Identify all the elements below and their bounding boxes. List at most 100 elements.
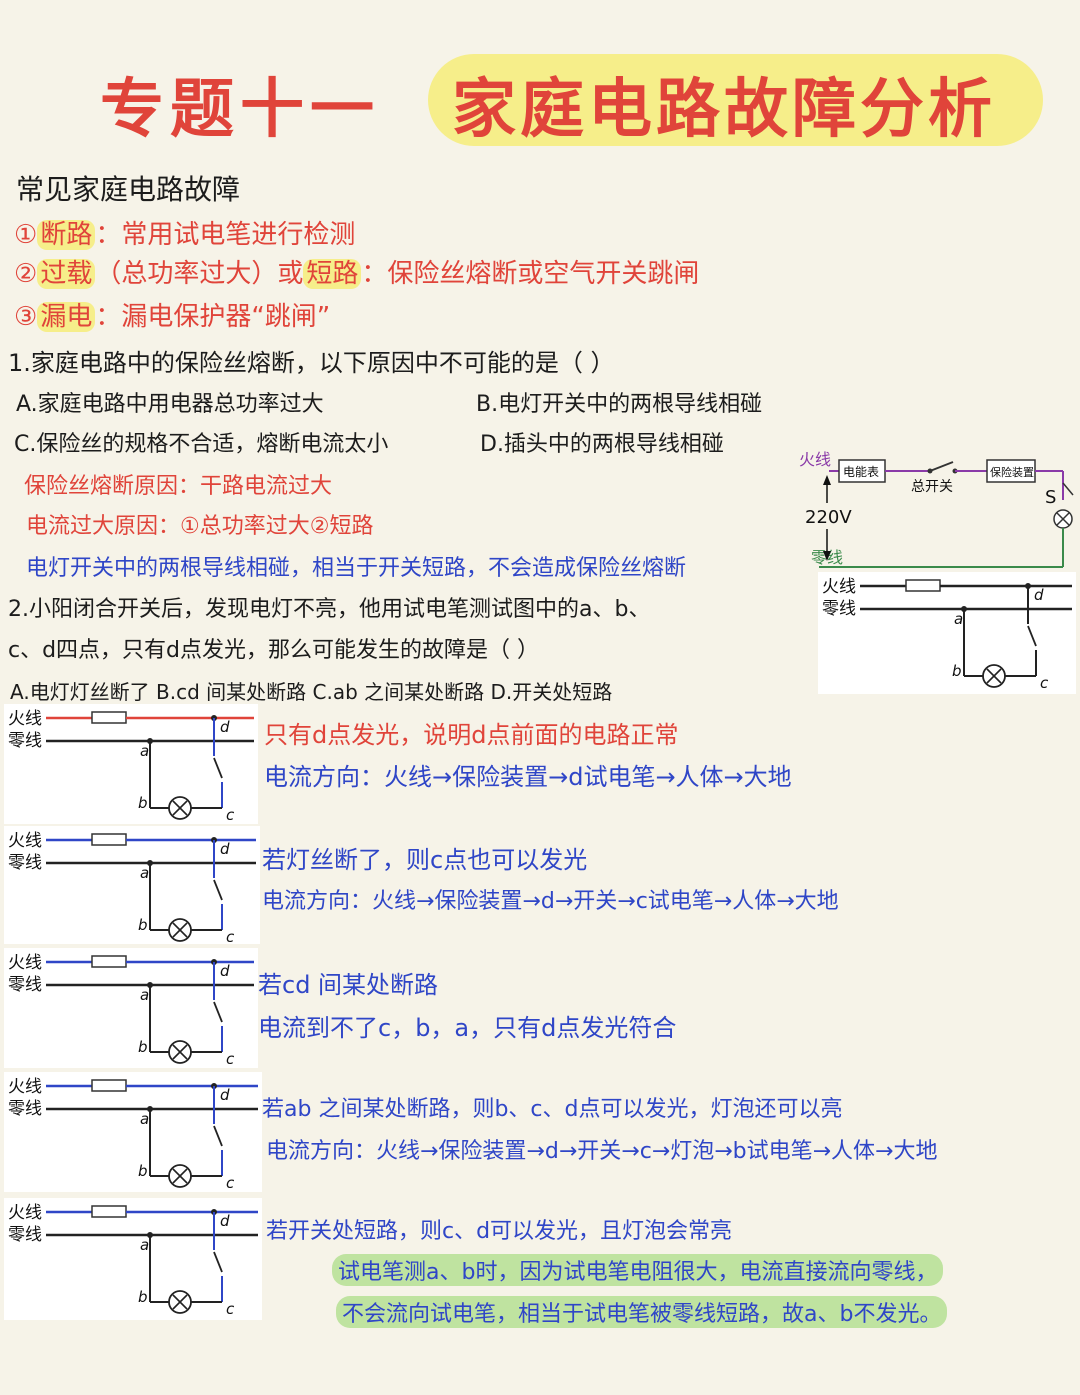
point-b-label: b xyxy=(138,1038,148,1056)
explain-3-line-2: 电流到不了c，b，a，只有d点发光符合 xyxy=(258,1014,677,1042)
fuse-icon xyxy=(91,1079,127,1092)
fault-2-key: 过载 xyxy=(37,259,96,289)
fault-3-rest: ：漏电保护器“跳闸” xyxy=(95,302,331,332)
neutral-wire-label: 零线 xyxy=(8,1099,42,1119)
explain-5-line-2: 试电笔测a、b时，因为试电笔电阻很大，电流直接流向零线， xyxy=(332,1254,944,1286)
point-d-label: d xyxy=(220,718,230,736)
fault-3-num: ③ xyxy=(14,302,38,332)
q2-stem-1: 2.小阳闭合开关后，发现电灯不亮，他用试电笔测试图中的a、b、 xyxy=(8,597,651,622)
point-b-label: b xyxy=(138,794,148,812)
point-a-label: a xyxy=(140,864,149,882)
q1-option-d: D.插头中的两根导线相碰 xyxy=(480,432,724,457)
point-a-label: a xyxy=(140,986,149,1004)
explain-2-line-1: 若灯丝断了，则c点也可以发光 xyxy=(262,846,588,874)
fuse-icon xyxy=(91,955,127,968)
explain-3-line-1: 若cd 间某处断路 xyxy=(258,971,439,999)
lamp-cross xyxy=(986,668,1002,684)
point-a-label: a xyxy=(954,610,963,628)
protector-label: 保险装置 xyxy=(990,465,1034,479)
lamp-cross xyxy=(172,1168,188,1184)
fuse-icon xyxy=(91,711,127,724)
switch-blade xyxy=(213,757,223,779)
explain-4-line-2: 电流方向：火线→保险装置→d→开关→c→灯泡→b试电笔→人体→大地 xyxy=(266,1139,938,1164)
main-switch-blade xyxy=(929,461,954,472)
switch-blade xyxy=(213,1001,223,1023)
switch-blade xyxy=(213,1251,223,1273)
title-topic: 专题十一 xyxy=(100,73,380,147)
neutral-wire-label: 零线 xyxy=(8,853,42,873)
s-label: S xyxy=(1045,487,1056,508)
fault-1-rest: ：常用试电笔进行检测 xyxy=(95,220,356,250)
fuse-icon xyxy=(91,833,127,846)
point-c-label: c xyxy=(226,928,235,944)
point-a-label: a xyxy=(140,1236,149,1254)
explain-1-line-1: 只有d点发光，说明d点前面的电路正常 xyxy=(264,721,679,749)
explain-2-line-2: 电流方向：火线→保险装置→d→开关→c试电笔→人体→大地 xyxy=(262,889,839,914)
fire-label: 火线 xyxy=(799,450,831,469)
fault-1-num: ① xyxy=(14,220,38,250)
voltage-label: 220V xyxy=(805,507,852,528)
fire-wire-label: 火线 xyxy=(8,1077,42,1097)
point-c-label: c xyxy=(1040,674,1049,692)
point-b-label: b xyxy=(952,662,962,680)
explain-1-line-2: 电流方向：火线→保险装置→d试电笔→人体→大地 xyxy=(264,763,792,791)
point-a-label: a xyxy=(140,742,149,760)
point-b-label: b xyxy=(138,1162,148,1180)
meter-label: 电能表 xyxy=(843,465,879,479)
fire-wire-label: 火线 xyxy=(8,1203,42,1223)
explain-5-line-3: 不会流向试电笔，相当于试电笔被零线短路，故a、b不发光。 xyxy=(336,1296,948,1328)
q2-options: A.电灯灯丝断了 B.cd 间某处断路 C.ab 之间某处断路 D.开关处短路 xyxy=(10,680,613,704)
fault-2-num: ② xyxy=(14,259,38,289)
neutral-wire-label: 零线 xyxy=(8,975,42,995)
point-b-label: b xyxy=(138,916,148,934)
point-c-label: c xyxy=(226,806,235,824)
q1-option-c: C.保险丝的规格不合适，熔断电流太小 xyxy=(14,432,389,457)
neutral-wire-label: 零线 xyxy=(8,731,42,751)
neutral-wire-label: 零线 xyxy=(8,1225,42,1245)
switch-blade xyxy=(213,879,223,901)
fault-2-mid: （总功率过大）或 xyxy=(95,259,304,289)
q1-note-3: 电灯开关中的两根导线相碰，相当于开关短路，不会造成保险丝熔断 xyxy=(26,556,687,581)
fault-3-key: 漏电 xyxy=(37,302,96,332)
circuit-panel-1: 火线零线 d a b c xyxy=(4,704,258,824)
neutral-wire-label: 零线 xyxy=(822,599,856,619)
section-heading: 常见家庭电路故障 xyxy=(16,173,241,206)
q1-note-2: 电流过大原因：①总功率过大②短路 xyxy=(26,514,374,539)
point-a-label: a xyxy=(140,1110,149,1128)
fuse-icon xyxy=(905,579,941,592)
lamp-cross xyxy=(172,1044,188,1060)
q1-option-a: A.家庭电路中用电器总功率过大 xyxy=(16,392,324,417)
lamp-cross xyxy=(172,800,188,816)
fault-2-rest: ：保险丝熔断或空气开关跳闸 xyxy=(361,259,700,289)
q1-stem: 1.家庭电路中的保险丝熔断，以下原因中不可能的是（ ） xyxy=(8,349,615,377)
fire-wire-label: 火线 xyxy=(8,709,42,729)
fault-2-key2: 短路 xyxy=(303,259,362,289)
explain-4-line-1: 若ab 之间某处断路，则b、c、d点可以发光，灯泡还可以亮 xyxy=(262,1097,843,1122)
main-switch-label: 总开关 xyxy=(911,479,953,495)
fire-wire-label: 火线 xyxy=(822,577,856,597)
point-d-label: d xyxy=(1034,586,1044,604)
point-d-label: d xyxy=(220,962,230,980)
point-d-label: d xyxy=(220,1212,230,1230)
point-c-label: c xyxy=(226,1300,235,1318)
lamp-cross xyxy=(172,1294,188,1310)
explain-5-line-1: 若开关处短路，则c、d可以发光，且灯泡会常亮 xyxy=(266,1219,733,1244)
household-circuit-diagram: 火线 电能表 总开关 保险装置 S 零线 220V xyxy=(799,450,1074,568)
point-c-label: c xyxy=(226,1050,235,1068)
switch-blade xyxy=(1027,625,1037,647)
title-highlight xyxy=(428,54,1043,146)
q2-stem-2: c、d四点，只有d点发光，那么可能发生的故障是（ ） xyxy=(8,638,540,663)
q1-option-b: B.电灯开关中的两根导线相碰 xyxy=(476,392,763,417)
switch-blade xyxy=(213,1125,223,1147)
circuit-panel-question: 火线零线 d a b c xyxy=(818,572,1076,694)
